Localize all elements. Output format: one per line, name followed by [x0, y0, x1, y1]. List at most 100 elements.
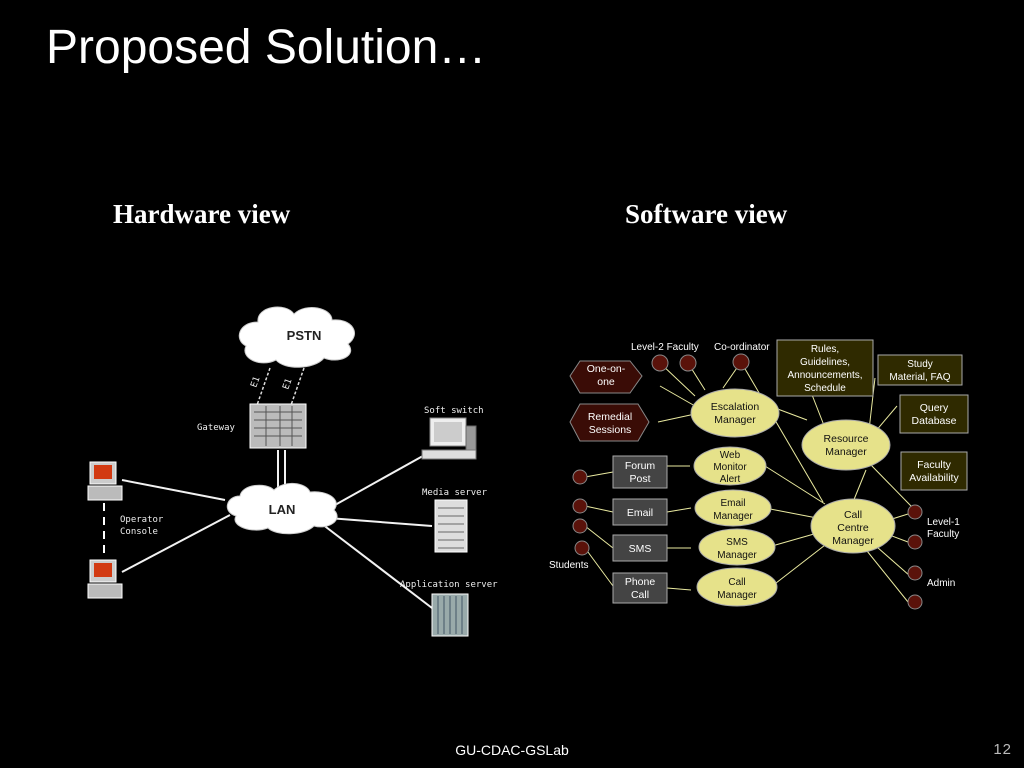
rules-label-line2: Guidelines,	[800, 357, 850, 368]
web-monitor-alert-manager: Web Monitor Alert	[693, 446, 767, 486]
pstn-gateway-e1-link	[255, 367, 271, 409]
operator-console-label-line1: Operator	[120, 515, 164, 525]
sms-box: SMS	[612, 534, 668, 562]
lan-console1-link	[121, 479, 226, 501]
phone-call-box: Phone Call	[612, 572, 668, 604]
operator-console-2	[87, 559, 123, 599]
pstn-gateway-e1-link-2	[289, 367, 305, 409]
soft-switch-label: Soft switch	[424, 406, 484, 416]
lan-appserver-link	[321, 523, 433, 609]
software-view-heading: Software view	[625, 199, 788, 229]
lan-label: LAN	[269, 502, 296, 517]
e1-link-label: E1	[249, 375, 262, 389]
student-node-1	[572, 469, 588, 485]
level-1-faculty-label-line2: Faculty	[927, 529, 959, 540]
email-box-label: Email	[627, 507, 653, 519]
rules-label-line3: Announcements,	[787, 370, 862, 381]
level-1-faculty-node-1	[907, 504, 923, 520]
lan-softswitch-link	[325, 451, 431, 511]
level-2-faculty-label: Level-2 Faculty	[631, 342, 699, 353]
query-database-label-line1: Query	[920, 402, 949, 414]
admin-label: Admin	[927, 578, 955, 589]
slide-number: 12	[993, 741, 1012, 758]
pstn-cloud: PSTN	[238, 306, 355, 368]
media-server-rack	[434, 499, 468, 553]
web-monitor-label-line1: Web	[720, 450, 741, 461]
faculty-availability-box: Faculty Availability	[900, 451, 968, 491]
sms-manager-label-line2: Manager	[717, 550, 757, 561]
admin-node-2	[907, 594, 923, 610]
level-2-faculty-node-2	[679, 354, 697, 372]
resource-manager: Resource Manager	[801, 419, 891, 471]
call-manager: Call Manager	[696, 567, 778, 607]
pstn-label: PSTN	[287, 328, 322, 343]
phone-call-label-line2: Call	[631, 589, 649, 601]
escalation-manager-label-line1: Escalation	[711, 401, 760, 413]
call-centre-manager: Call Centre Manager	[810, 498, 896, 554]
remedial-sessions-hexagon: Remedial Sessions	[569, 403, 650, 442]
remedial-sessions-label-line1: Remedial	[588, 411, 632, 423]
resource-manager-label-line1: Resource	[824, 433, 869, 445]
email-box: Email	[612, 498, 668, 526]
rules-box: Rules, Guidelines, Announcements, Schedu…	[776, 339, 874, 397]
lan-mediaserver-link	[327, 517, 433, 527]
one-on-one-label-line2: one	[597, 376, 615, 388]
level-2-faculty-node	[651, 354, 669, 372]
email-manager-label-line2: Manager	[713, 511, 753, 522]
admin-node-1	[907, 565, 923, 581]
lan-console2-link	[121, 514, 231, 573]
operator-console-1	[87, 461, 123, 501]
student-node-4	[574, 540, 590, 556]
application-server-label: Application server	[400, 580, 498, 590]
operator-console-label-line2: Console	[120, 527, 158, 537]
forum-post-label-line2: Post	[629, 473, 650, 485]
coordinator-node	[732, 353, 750, 371]
e1-link-label-2: E1	[281, 377, 294, 391]
sms-box-label: SMS	[629, 543, 652, 555]
hardware-view-heading: Hardware view	[113, 199, 291, 229]
escalation-manager: Escalation Manager	[690, 388, 780, 438]
application-server-rack	[431, 593, 469, 637]
call-centre-manager-label-line1: Call	[844, 509, 862, 521]
footer-text: GU-CDAC-GSLab	[455, 742, 569, 758]
student-node-3	[572, 518, 588, 534]
gateway-device	[249, 403, 307, 449]
email-manager: Email Manager	[694, 489, 772, 527]
resource-manager-label-line2: Manager	[825, 446, 867, 458]
call-centre-manager-label-line2: Centre	[837, 522, 869, 534]
rules-label-line4: Schedule	[804, 383, 846, 394]
software-connectors	[584, 361, 912, 603]
forum-post-box: Forum Post	[612, 455, 668, 489]
forum-post-label-line1: Forum	[625, 460, 656, 472]
sms-manager-label-line1: SMS	[726, 537, 748, 548]
email-manager-label-line1: Email	[720, 498, 745, 509]
actor-nodes	[572, 353, 923, 610]
phone-call-label-line1: Phone	[625, 576, 656, 588]
gateway-label: Gateway	[197, 423, 236, 433]
lan-cloud: LAN	[226, 483, 338, 535]
study-material-label-line1: Study	[907, 359, 933, 370]
call-centre-manager-label-line3: Manager	[832, 535, 874, 547]
query-database-box: Query Database	[899, 394, 969, 434]
hardware-connections	[121, 450, 433, 609]
study-material-label-line2: Material, FAQ	[889, 372, 950, 383]
query-database-label-line2: Database	[912, 415, 957, 427]
level-1-faculty-node-2	[907, 534, 923, 550]
web-monitor-label-line2: Monitor	[713, 462, 747, 473]
student-node-2	[572, 498, 588, 514]
one-on-one-label-line1: One-on-	[587, 363, 626, 375]
faculty-availability-label-line2: Availability	[909, 472, 959, 484]
software-view-diagram: One-on- one Remedial Sessions Level-2 Fa…	[549, 339, 969, 610]
level-1-faculty-label-line1: Level-1	[927, 517, 960, 528]
study-material-box: Study Material, FAQ	[877, 354, 963, 386]
sms-manager: SMS Manager	[698, 528, 776, 566]
slide-title: Proposed Solution…	[46, 21, 487, 74]
soft-switch-computer	[421, 417, 477, 460]
rules-label-line1: Rules,	[811, 344, 839, 355]
call-manager-label-line1: Call	[728, 577, 745, 588]
one-on-one-hexagon: One-on- one	[569, 360, 643, 394]
coordinator-label: Co-ordinator	[714, 342, 770, 353]
web-monitor-label-line3: Alert	[720, 474, 741, 485]
call-manager-label-line2: Manager	[717, 590, 757, 601]
escalation-manager-label-line2: Manager	[714, 414, 756, 426]
